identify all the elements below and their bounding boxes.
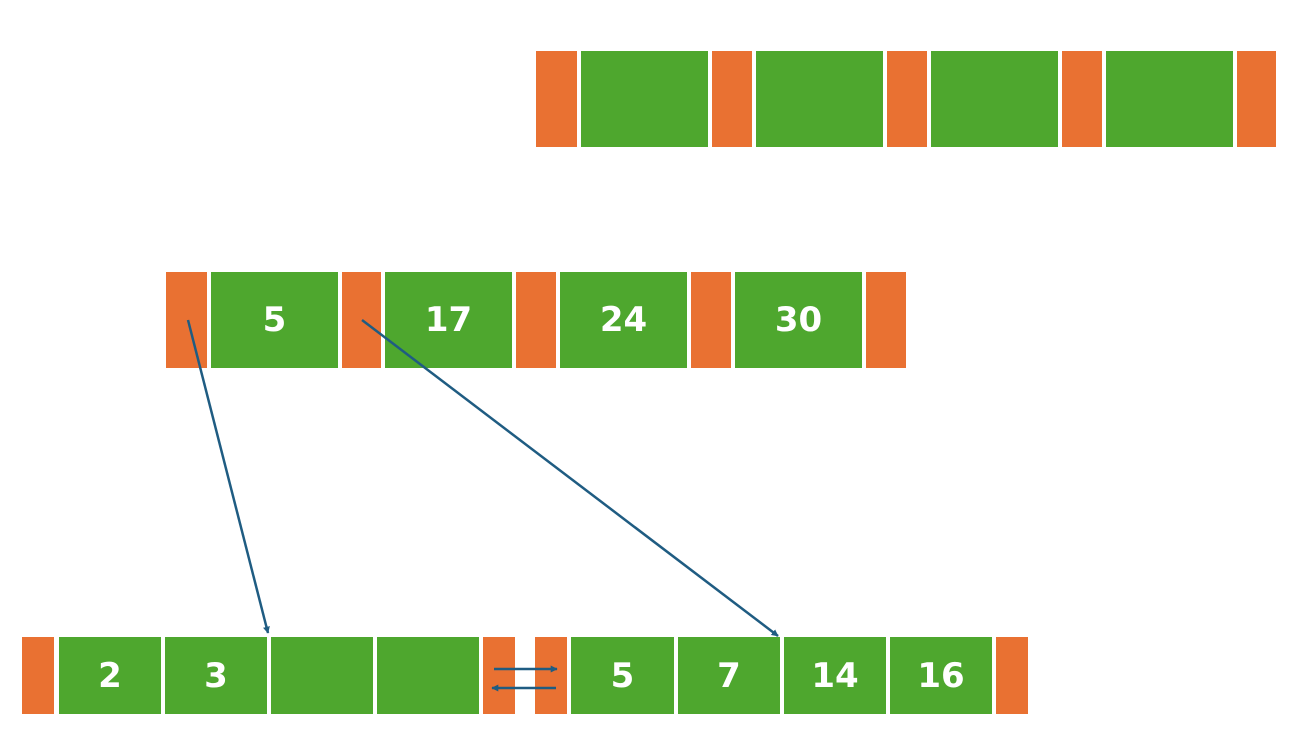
pointer-slot (691, 272, 731, 368)
pointer-slot (996, 637, 1028, 714)
pointer-slot (712, 51, 752, 147)
pointer-slot (536, 51, 577, 147)
key-slot (377, 637, 479, 714)
key-slot: 30 (735, 272, 862, 368)
key-slot: 3 (165, 637, 267, 714)
key-slot (271, 637, 373, 714)
key-slot (1106, 51, 1233, 147)
key-slot (931, 51, 1058, 147)
pointer-slot (22, 637, 54, 714)
key-slot: 16 (890, 637, 992, 714)
pointer-slot (166, 272, 207, 368)
child-pointer-arrow-right (361, 319, 779, 637)
sibling-pointer-slot (535, 637, 567, 714)
key-slot: 7 (678, 637, 780, 714)
pointer-slot (1062, 51, 1102, 147)
key-slot (581, 51, 708, 147)
key-slot: 24 (560, 272, 687, 368)
child-pointer-arrow-left (186, 319, 270, 634)
sibling-pointer-slot (483, 637, 515, 714)
key-slot: 5 (571, 637, 674, 714)
key-slot: 2 (59, 637, 161, 714)
key-slot: 5 (211, 272, 338, 368)
key-slot (756, 51, 883, 147)
pointer-slot (887, 51, 927, 147)
pointer-slot (342, 272, 381, 368)
pointer-slot (866, 272, 906, 368)
pointer-slot (516, 272, 556, 368)
pointer-slot (1237, 51, 1276, 147)
key-slot: 14 (784, 637, 886, 714)
